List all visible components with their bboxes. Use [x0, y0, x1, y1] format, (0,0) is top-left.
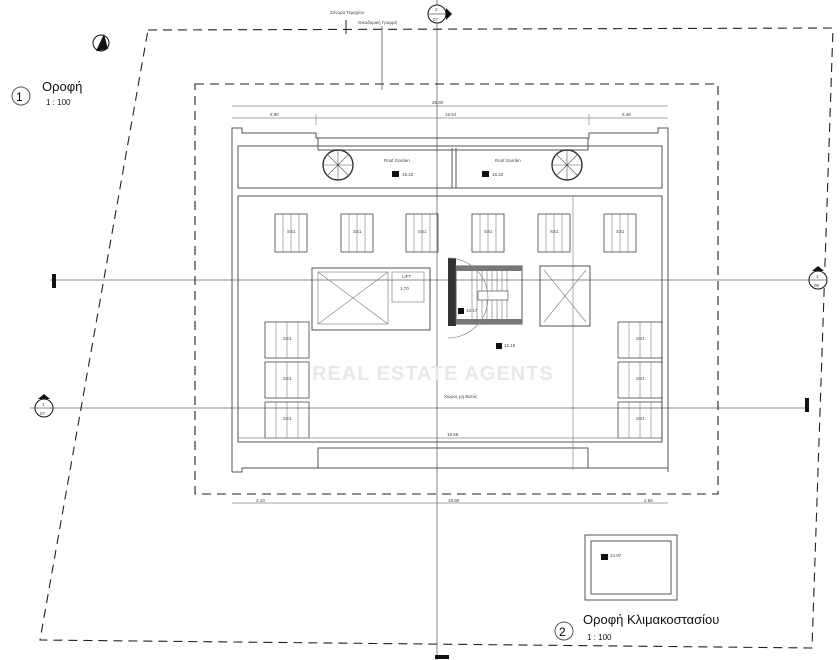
watermark: REAL ESTATE AGENTS	[312, 363, 554, 385]
staircase	[447, 257, 523, 339]
building-outline	[231, 127, 669, 473]
spiral-stair-right-icon	[551, 149, 583, 181]
panel-label: SS1	[636, 336, 645, 341]
panel-label: SS1	[287, 229, 296, 234]
dim-overall: 26.90	[432, 100, 444, 105]
svg-text:07: 07	[433, 17, 439, 22]
svg-text:1 : 100: 1 : 100	[587, 633, 612, 642]
axis-end-marker	[435, 655, 449, 659]
view-title-2: 2 Οροφή Κλιμακοστασίου 1 : 100	[554, 612, 719, 642]
dim-bottom-left: 2.10	[256, 498, 265, 503]
svg-text:1 : 100: 1 : 100	[46, 98, 71, 107]
axis-end-marker	[805, 398, 809, 412]
section-marker-left: 1 07	[34, 394, 54, 418]
dim-bottom-right: 2.65	[644, 498, 653, 503]
svg-text:2: 2	[435, 7, 438, 12]
elev-top-left: 15.22	[402, 172, 414, 177]
elev-top-right: 15.22	[492, 172, 504, 177]
dim-right: 6.48	[622, 112, 631, 117]
elev-stair: 14.17	[466, 308, 478, 313]
lift-label: LIFT	[402, 274, 412, 279]
svg-text:1: 1	[16, 90, 23, 104]
svg-text:1: 1	[42, 402, 45, 407]
svg-text:07: 07	[40, 411, 46, 416]
dim-middle: 19.54	[445, 112, 457, 117]
dimensions-bottom	[232, 437, 668, 504]
svg-text:1: 1	[816, 274, 819, 279]
dimensions-top	[232, 105, 668, 125]
dim-left: 8.90	[270, 112, 279, 117]
panel-label: SS1	[616, 229, 625, 234]
panel-label: SS1	[636, 376, 645, 381]
section-marker-top: 2 07	[427, 4, 452, 24]
view-title-1: 1 Οροφή 1 : 100	[11, 79, 82, 107]
roof-garden-right-label: Roof Garden	[495, 158, 521, 163]
north-arrow-icon	[92, 34, 110, 52]
panel-label: SS1	[484, 229, 493, 234]
panel-label: SS1	[283, 336, 292, 341]
svg-text:08: 08	[814, 283, 820, 288]
shaft-right	[539, 265, 591, 327]
panel-label: SS1	[283, 416, 292, 421]
elev-stair-roof: 14.97	[610, 553, 622, 558]
dim-inner-bottom: 19.58	[447, 432, 459, 437]
panel-label: SS1	[418, 229, 427, 234]
roof-garden-left-label: Roof Garden	[384, 158, 410, 163]
building-line	[194, 83, 719, 495]
building-line-label: Οικοδομική Γραμμή	[358, 19, 398, 25]
level-marker-icon	[458, 308, 464, 314]
plot-boundary-label: Σύνορα Τεμαχίου	[330, 9, 365, 15]
panel-label: SS1	[353, 229, 362, 234]
svg-text:Οροφή: Οροφή	[42, 79, 82, 94]
open-area-label: Χώρος μη Βατός	[444, 393, 478, 399]
section-marker-right: 1 08	[808, 266, 828, 290]
axis-end-marker	[52, 274, 56, 288]
level-marker-icon	[392, 171, 399, 177]
panel-label: SS1	[636, 416, 645, 421]
svg-text:Οροφή Κλιμακοστασίου: Οροφή Κλιμακοστασίου	[583, 612, 719, 627]
plot-boundary	[39, 27, 834, 649]
elev-center: 12.15	[504, 343, 516, 348]
svg-text:2: 2	[559, 625, 566, 639]
dim-lift-width: 1.70	[400, 286, 409, 291]
panel-label: SS1	[550, 229, 559, 234]
dim-bottom-mid: 19.90	[448, 498, 460, 503]
stair-roof-plan	[584, 534, 678, 601]
spiral-stair-left-icon	[322, 149, 354, 181]
level-marker-icon	[496, 343, 502, 349]
panel-label: SS1	[283, 376, 292, 381]
level-marker-icon	[482, 171, 489, 177]
shaft-left	[311, 267, 431, 331]
